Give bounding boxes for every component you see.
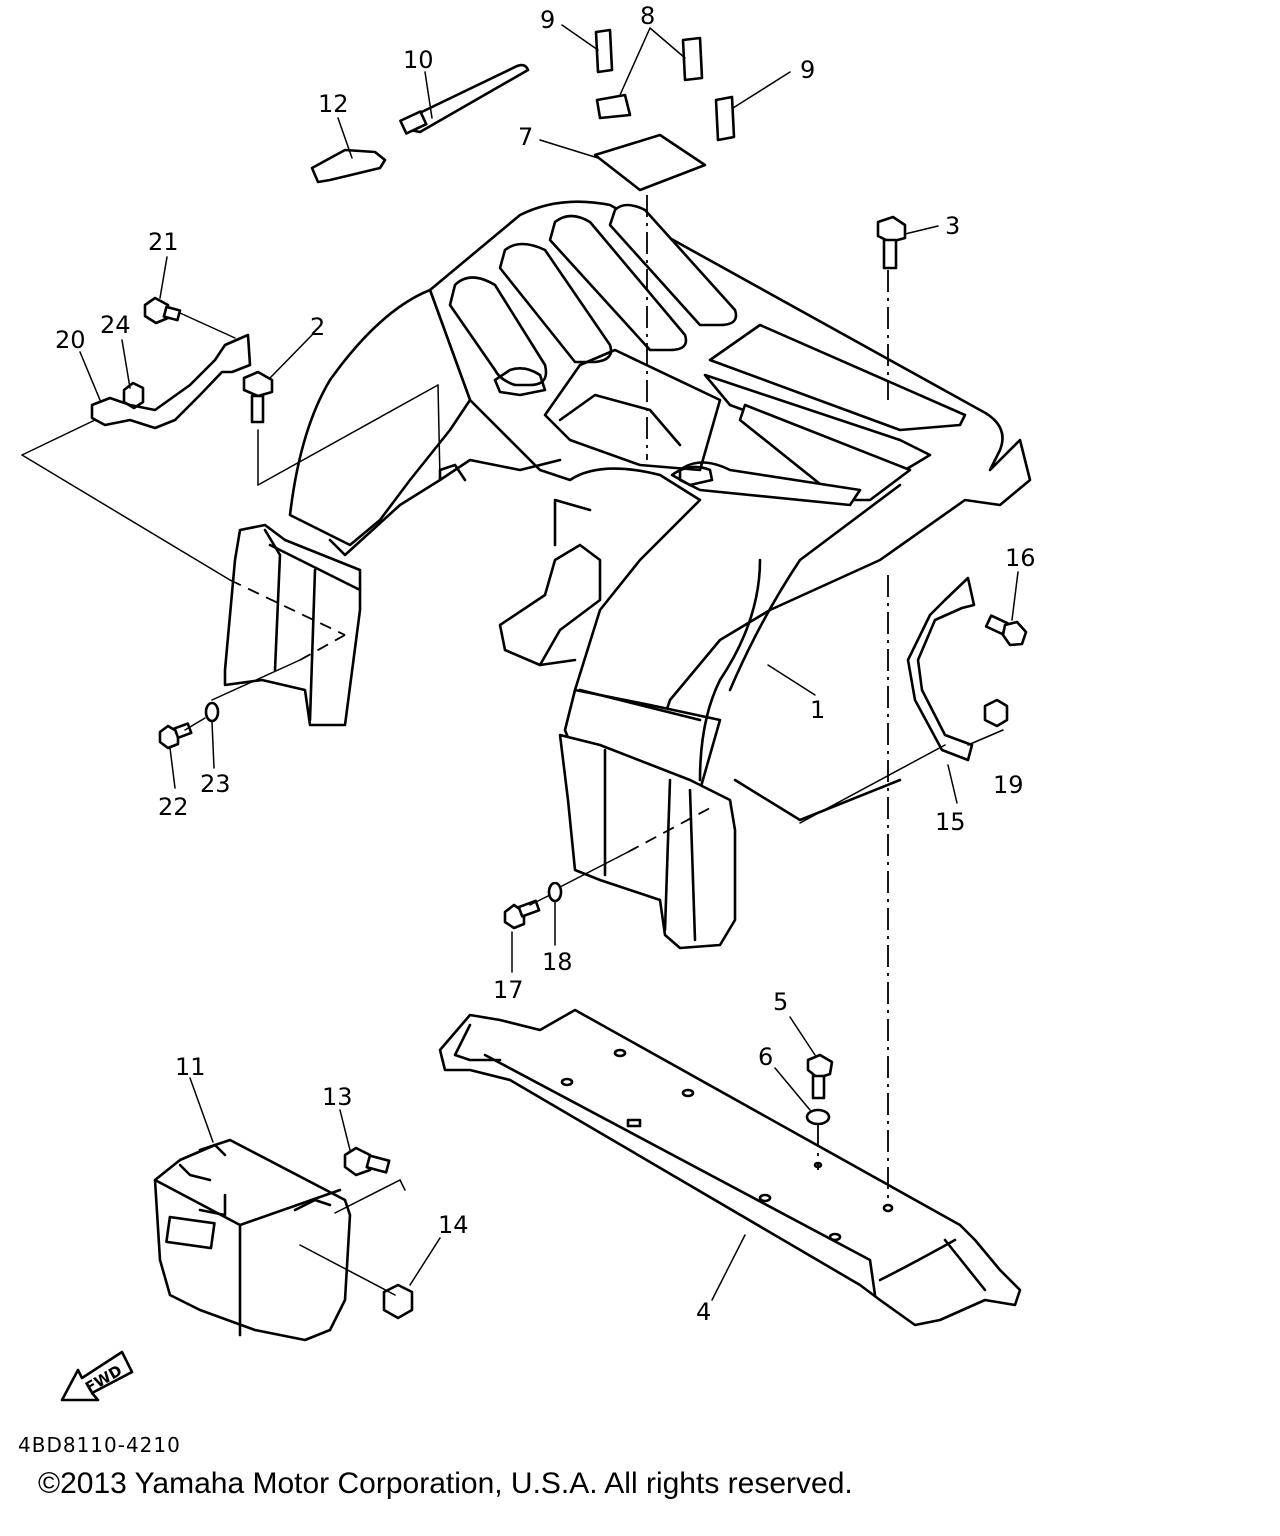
callout-9b: 9 [800, 56, 815, 84]
pad-8a [595, 93, 632, 120]
callout-13: 13 [322, 1083, 353, 1111]
bolt-2 [242, 370, 274, 424]
callout-23: 23 [200, 770, 231, 798]
callout-3: 3 [945, 212, 960, 240]
pad-9b [714, 95, 736, 142]
washer-18 [547, 881, 563, 903]
callout-labels: 1 2 3 4 5 6 7 8 9 9 10 11 12 13 14 15 16… [55, 2, 1036, 1326]
pad-7 [593, 133, 707, 192]
callout-8: 8 [640, 2, 655, 30]
callout-10: 10 [403, 46, 434, 74]
pad-9a [594, 28, 614, 74]
callout-15: 15 [935, 808, 966, 836]
tool-box [153, 1138, 352, 1342]
callout-4: 4 [696, 1298, 711, 1326]
callout-14: 14 [438, 1211, 469, 1239]
pad-8b [681, 36, 704, 82]
copyright-notice: ©2013 Yamaha Motor Corporation, U.S.A. A… [38, 1467, 853, 1500]
callout-18: 18 [542, 948, 573, 976]
callout-9a: 9 [540, 6, 555, 34]
washer-23 [204, 701, 220, 723]
leader-lines [79, 24, 1019, 1301]
callout-16: 16 [1005, 544, 1036, 572]
drawing-code: 4BD8110-4210 [18, 1433, 181, 1457]
nut-19 [983, 698, 1009, 728]
bolt-17 [503, 899, 541, 930]
bolt-3 [876, 215, 907, 270]
bolt-16 [984, 614, 1028, 647]
callout-20: 20 [55, 326, 86, 354]
callout-7: 7 [518, 123, 533, 151]
callout-11: 11 [175, 1053, 206, 1081]
bolt-13 [343, 1146, 391, 1177]
washer-6 [805, 1108, 831, 1126]
callout-1: 1 [810, 696, 825, 724]
clip-12 [310, 148, 387, 184]
callout-21: 21 [148, 228, 179, 256]
bolt-5 [806, 1053, 834, 1100]
strap-10 [403, 63, 530, 134]
callout-19: 19 [993, 771, 1024, 799]
nut-14 [382, 1283, 414, 1320]
bracket-20 [90, 333, 252, 430]
callout-22: 22 [158, 793, 189, 821]
callout-17: 17 [493, 976, 524, 1004]
fwd-arrow-icon: FWD [60, 1350, 134, 1402]
bracket-15 [906, 576, 976, 762]
bolt-21 [143, 296, 182, 325]
callout-5: 5 [773, 988, 788, 1016]
callout-24: 24 [100, 311, 131, 339]
callout-2: 2 [310, 313, 325, 341]
callout-12: 12 [318, 90, 349, 118]
assembly-lines [21, 195, 946, 1296]
rear-fender [223, 200, 1032, 950]
bolt-22 [158, 722, 193, 750]
callout-6: 6 [758, 1043, 773, 1071]
skid-plate [438, 1008, 1022, 1327]
